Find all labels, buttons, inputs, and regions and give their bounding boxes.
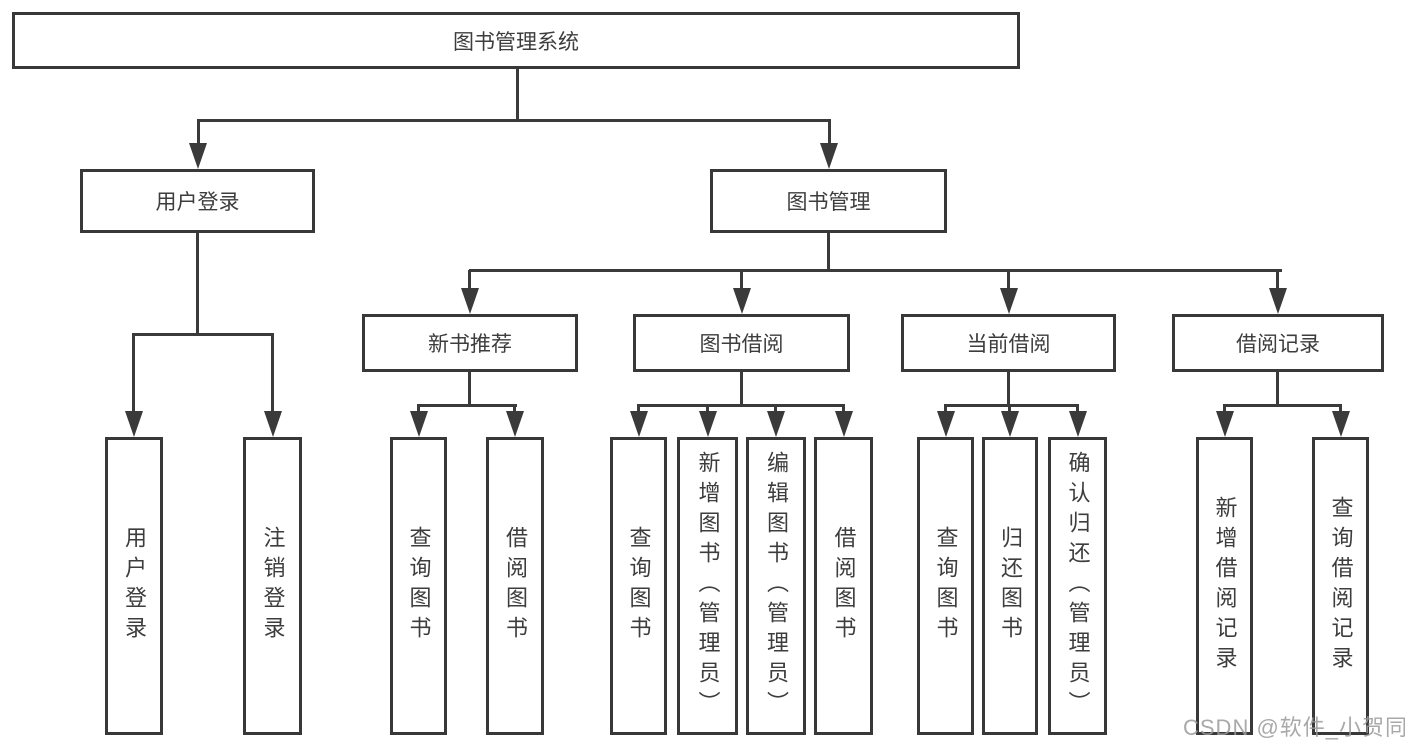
connector-s3-rail — [1223, 404, 1342, 407]
arrow-down — [699, 411, 717, 437]
connector-s0-drop-1 — [513, 405, 516, 413]
arrow-down — [189, 143, 207, 169]
leaf-return-book-label: 归还图书 — [998, 526, 1023, 646]
node-borrow-records-label: 借阅记录 — [1236, 333, 1320, 356]
leaf-add-borrow-record-label: 新增借阅记录 — [1212, 496, 1238, 676]
arrow-down — [820, 143, 838, 169]
leaf-borrow-books-recommend: 借阅图书 — [486, 437, 544, 735]
leaf-edit-book-admin: 编辑图书（管理员） — [746, 437, 806, 735]
connector-s0-rail — [417, 404, 517, 407]
connector-bookmgmt-rail — [469, 269, 1282, 272]
arrow-down — [1001, 411, 1019, 437]
leaf-borrow-books-2: 借阅图书 — [814, 437, 873, 735]
node-root: 图书管理系统 — [12, 12, 1020, 69]
arrow-down — [506, 411, 524, 437]
arrow-down — [264, 411, 282, 437]
connector-s0-stem — [468, 370, 471, 406]
leaf-user-login-label: 用户登录 — [122, 526, 147, 646]
node-book-borrow-label: 图书借阅 — [699, 333, 784, 356]
connector-root-stem — [516, 69, 519, 120]
node-user-login: 用户登录 — [80, 169, 315, 233]
node-book-borrow: 图书借阅 — [633, 314, 850, 372]
connector-s1-stem — [740, 370, 743, 406]
connector-root-rail — [197, 119, 831, 122]
node-book-management: 图书管理 — [710, 169, 947, 233]
arrow-down — [733, 288, 751, 314]
node-borrow-records: 借阅记录 — [1172, 314, 1384, 372]
leaf-query-books-current-label: 查询图书 — [933, 526, 959, 646]
node-current-borrow-label: 当前借阅 — [966, 333, 1051, 356]
connector-drop-current-borrow — [1007, 270, 1010, 291]
connector-s2-drop-2 — [1076, 405, 1079, 413]
leaf-confirm-return-admin: 确认归还（管理员） — [1048, 437, 1107, 735]
node-root-label: 图书管理系统 — [453, 30, 579, 54]
node-new-book-recommend-label: 新书推荐 — [428, 333, 512, 356]
connector-userlogin-stem — [196, 231, 199, 335]
connector-drop-leaf-logout — [271, 334, 274, 412]
arrow-down — [1216, 411, 1234, 437]
arrow-down — [1000, 288, 1018, 314]
leaf-query-books-borrow-label: 查询图书 — [626, 526, 652, 646]
leaf-add-book-admin-label: 新增图书（管理员） — [695, 451, 721, 721]
leaf-add-book-admin: 新增图书（管理员） — [677, 437, 738, 735]
connector-s1-drop-1 — [706, 405, 709, 413]
leaf-borrow-books-2-label: 借阅图书 — [831, 526, 857, 646]
leaf-borrow-books-recommend-label: 借阅图书 — [503, 526, 528, 646]
leaf-user-login: 用户登录 — [105, 437, 163, 735]
connector-s1-drop-2 — [774, 405, 777, 413]
node-new-book-recommend: 新书推荐 — [362, 314, 578, 372]
arrow-down — [767, 411, 785, 437]
connector-drop-book-borrow — [740, 270, 743, 291]
node-current-borrow: 当前借阅 — [901, 314, 1116, 372]
arrow-down — [461, 288, 479, 314]
leaf-query-borrow-record-label: 查询借阅记录 — [1328, 496, 1354, 676]
connector-drop-borrow-records — [1276, 270, 1279, 291]
connector-s2-drop-1 — [1008, 405, 1011, 413]
arrow-down — [410, 411, 428, 437]
leaf-return-book: 归还图书 — [982, 437, 1038, 735]
node-book-management-label: 图书管理 — [786, 191, 871, 214]
leaf-logout-label: 注销登录 — [260, 526, 286, 646]
leaf-query-books-current: 查询图书 — [917, 437, 974, 735]
connector-drop-leaf-user-login — [132, 334, 135, 412]
connector-s3-drop-0 — [1223, 405, 1226, 413]
watermark-text: CSDN @软件_小贺同学 — [1183, 715, 1405, 740]
leaf-edit-book-admin-label: 编辑图书（管理员） — [764, 451, 789, 721]
connector-s3-drop-1 — [1339, 405, 1342, 413]
arrow-down — [1269, 288, 1287, 314]
leaf-logout: 注销登录 — [243, 437, 302, 735]
node-user-login-label: 用户登录 — [155, 191, 240, 214]
connector-drop-new-book — [468, 270, 471, 291]
arrow-down — [1069, 411, 1087, 437]
connector-s2-stem — [1007, 370, 1010, 406]
arrow-down — [937, 411, 955, 437]
leaf-query-borrow-record: 查询借阅记录 — [1312, 437, 1369, 735]
connector-s3-stem — [1276, 370, 1279, 406]
arrow-down — [835, 411, 853, 437]
leaf-query-books-borrow: 查询图书 — [610, 437, 667, 735]
leaf-confirm-return-admin-label: 确认归还（管理员） — [1065, 451, 1091, 721]
connector-s2-drop-0 — [944, 405, 947, 413]
connector-s1-rail — [637, 404, 845, 407]
leaf-query-books-recommend-label: 查询图书 — [406, 526, 432, 646]
arrow-down — [1332, 411, 1350, 437]
connector-bookmgmt-stem — [827, 231, 830, 271]
leaf-add-borrow-record: 新增借阅记录 — [1196, 437, 1253, 735]
connector-s2-rail — [944, 404, 1079, 407]
connector-drop-user-login — [197, 120, 200, 148]
connector-drop-book-management — [828, 120, 831, 148]
connector-s1-drop-0 — [637, 405, 640, 413]
leaf-query-books-recommend: 查询图书 — [390, 437, 447, 735]
connector-s1-drop-3 — [842, 405, 845, 413]
connector-userlogin-rail — [132, 333, 274, 336]
arrow-down — [630, 411, 648, 437]
connector-s0-drop-0 — [417, 405, 420, 413]
arrow-down — [125, 411, 143, 437]
